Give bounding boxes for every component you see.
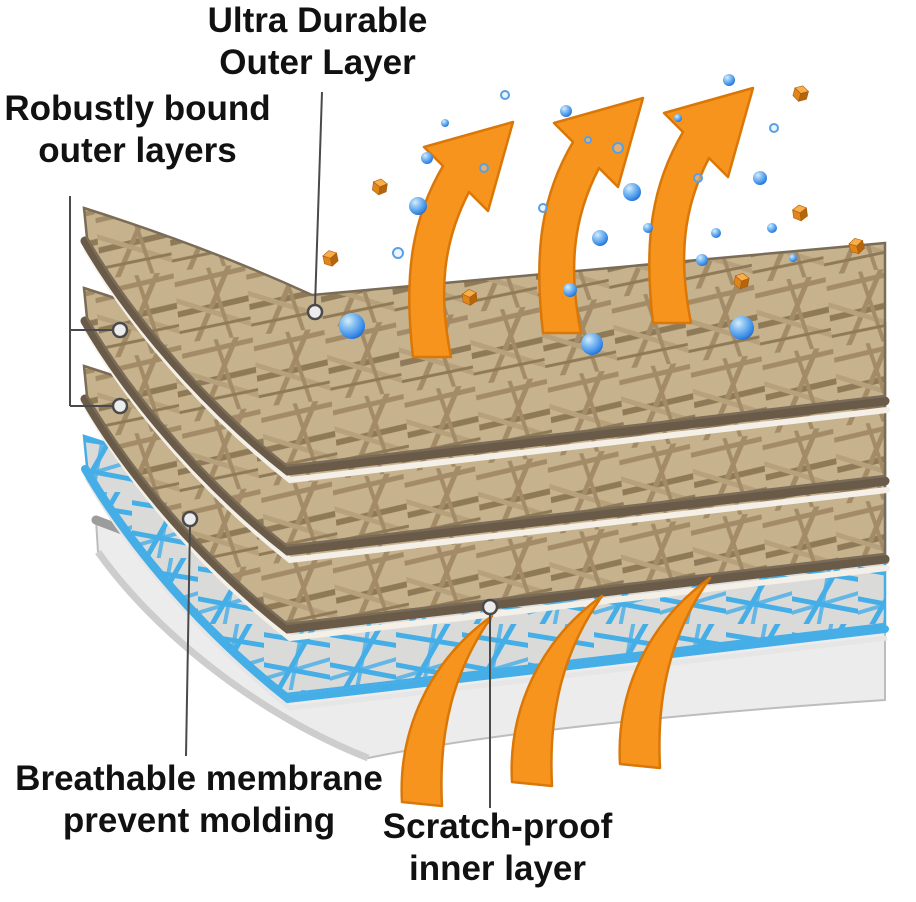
label-robustly-bound-outer-layers: Robustly bound outer layers [0,88,275,172]
label-line: Robustly bound [4,89,271,128]
leader-inner-layer [481,598,499,808]
label-ultra-durable-outer-layer: Ultra Durable Outer Layer [160,0,475,84]
label-line: prevent molding [62,801,336,840]
leader-membrane [181,510,199,757]
water-droplets [339,74,797,355]
leader-outer-layer [306,91,324,321]
label-scratch-proof-inner-layer: Scratch-proof inner layer [350,806,645,890]
label-line: inner layer [408,849,587,888]
cube-icon [321,248,340,268]
leader-bound-layers [69,196,129,415]
label-breathable-membrane: Breathable membrane prevent molding [0,758,398,842]
label-line: Scratch-proof [382,807,613,846]
cube-icon [371,177,389,197]
label-line: Ultra Durable [207,1,428,40]
label-line: outer layers [38,131,237,170]
label-line: Breathable membrane [15,759,383,798]
cube-icon [791,203,809,223]
label-line: Outer Layer [219,43,416,82]
cube-icon [791,83,810,104]
